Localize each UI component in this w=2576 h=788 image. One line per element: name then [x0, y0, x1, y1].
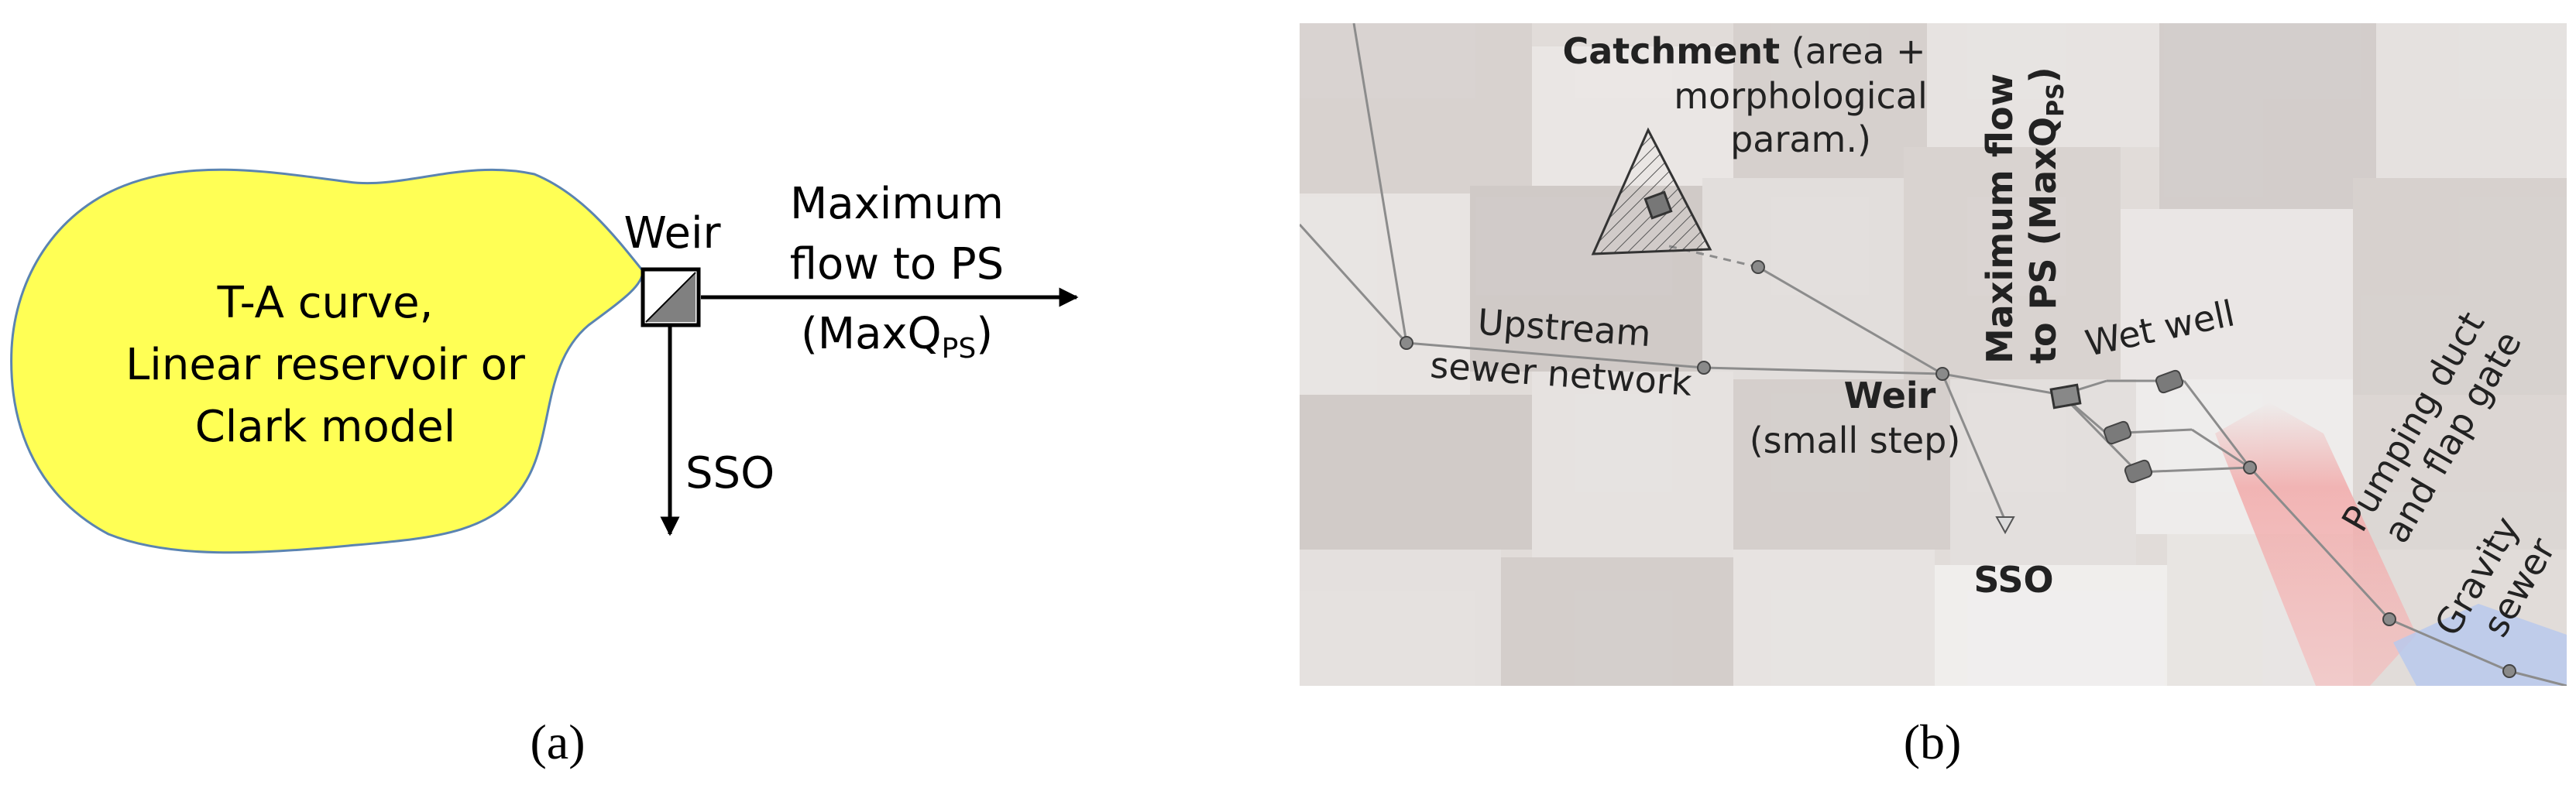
- sso-label: SSO: [685, 448, 775, 498]
- catchment-text-line-1: T-A curve,: [217, 278, 434, 328]
- node-catchment: [1751, 260, 1765, 274]
- max-flow-2a: to PS (MaxQ: [2022, 117, 2064, 364]
- catchment-blob: [10, 168, 644, 554]
- weir-b-sub: (small step): [1750, 420, 1961, 461]
- wet-well-icon: [2049, 383, 2082, 409]
- caption-b: (b): [1904, 714, 1962, 769]
- max-flow-label-group: Maximum flow to PS (MaxQPS): [1979, 67, 2069, 364]
- pump-icon-2: [2103, 420, 2132, 445]
- node-gravity-1: [2382, 612, 2396, 626]
- max-flow-label-2: flow to PS: [790, 239, 1004, 290]
- pumping-zone: [2215, 403, 2416, 686]
- sso-b-label: SSO: [1973, 559, 2053, 601]
- max-flow-2sub: PS: [2042, 83, 2069, 117]
- weir-b-title: Weir: [1844, 375, 1936, 416]
- max-flow-label-1: Maximum: [790, 179, 1004, 229]
- node-pump-out: [2243, 461, 2257, 475]
- pump-icon-1: [2155, 369, 2184, 394]
- weir-label: Weir: [623, 208, 721, 259]
- upstream-label-group: Upstream sewer network: [1429, 301, 1694, 404]
- maxq-sub: PS: [942, 333, 977, 365]
- panel-a: T-A curve, Linear reservoir or Clark mod…: [10, 168, 1079, 769]
- pump-icons: [2103, 369, 2184, 484]
- catchment-text-line-2: Linear reservoir or: [125, 340, 526, 390]
- sewer-network: [1300, 23, 2567, 686]
- max-flow-label-1: Maximum flow: [1979, 74, 2021, 364]
- catchment-label-2: morphological: [1674, 75, 1928, 117]
- max-flow-2b: ): [2022, 67, 2064, 83]
- pump-icon-3: [2124, 459, 2153, 484]
- maxq-close: ): [976, 309, 993, 359]
- node-weir: [1935, 367, 1949, 381]
- catchment-title: Catchment: [1563, 30, 1781, 72]
- caption-a: (a): [530, 714, 585, 769]
- maxq-main: (MaxQ: [801, 309, 942, 359]
- panel-b: Catchment (area + morphological param.) …: [1300, 23, 2567, 769]
- catchment-label: Catchment (area +: [1563, 30, 1926, 72]
- gravity-zone: [2393, 604, 2567, 686]
- weir-icon: [641, 267, 701, 327]
- maxq-label: (MaxQPS): [801, 309, 993, 365]
- catchment-label-3: param.): [1730, 118, 1871, 160]
- catchment-text-line-3: Clark model: [195, 402, 456, 452]
- catchment-rest-1: (area +: [1780, 30, 1925, 72]
- catchment-triangle: [1591, 127, 1712, 255]
- node-upstream-2: [1697, 361, 1711, 375]
- catchment-node: [1643, 190, 1673, 220]
- sso-outlet-icon: [1995, 516, 2015, 535]
- node-gravity-2: [2502, 664, 2516, 678]
- max-flow-label-2: to PS (MaxQPS): [2022, 67, 2069, 364]
- node-upstream-1: [1400, 336, 1413, 350]
- network-nodes: [1400, 260, 2516, 678]
